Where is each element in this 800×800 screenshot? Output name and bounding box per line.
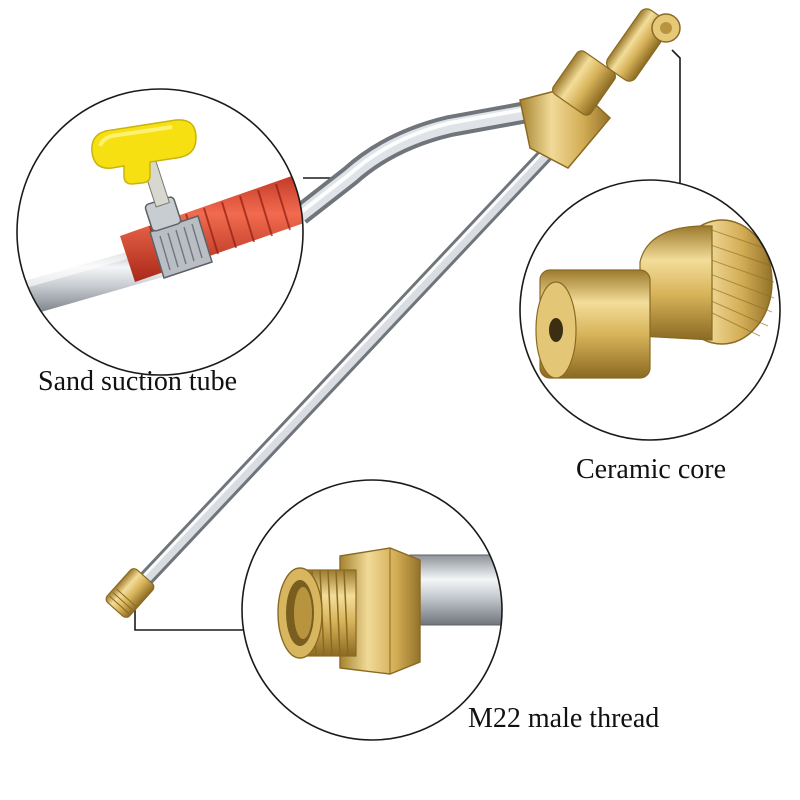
sand-suction-tube-label: Sand suction tube xyxy=(38,366,238,397)
m22-male-thread-callout xyxy=(241,479,503,741)
ceramic-core-label: Ceramic core xyxy=(576,454,727,485)
m22-male-thread-label: M22 male thread xyxy=(468,703,660,734)
sand-suction-tube-callout xyxy=(16,88,304,376)
ceramic-core-callout xyxy=(519,179,781,441)
small-m22-connector xyxy=(105,568,155,618)
lance xyxy=(105,8,681,618)
brass-y-body xyxy=(519,8,681,169)
